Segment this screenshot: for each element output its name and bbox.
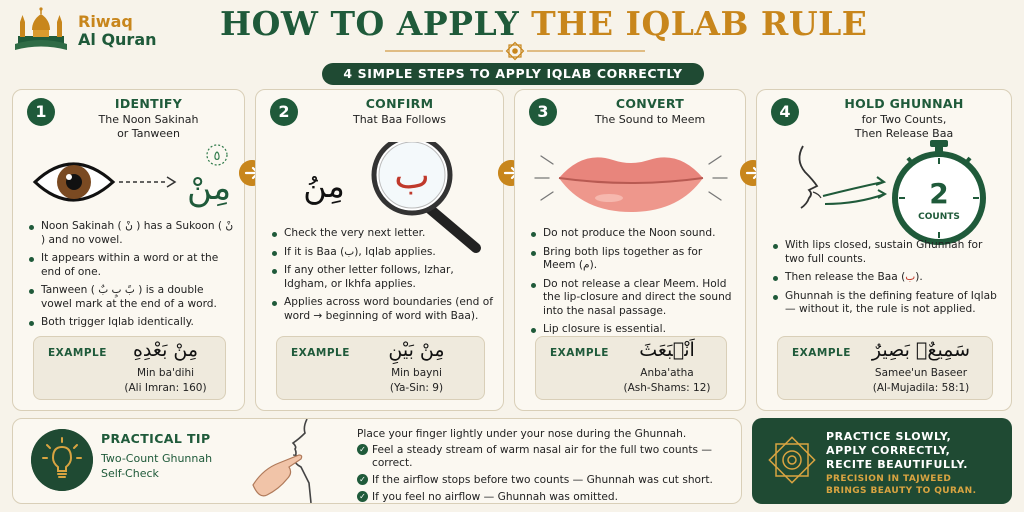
- step-card-convert: 3 CONVERT The Sound to Meem Do not produ…: [514, 89, 746, 411]
- example-transliteration: Min bayni: [391, 367, 442, 379]
- motto-card: PRACTICE SLOWLY,APPLY CORRECTLY,RECITE B…: [752, 418, 1012, 504]
- example-arabic: سَمِيعٌۢ بَصِيرٌ: [871, 339, 971, 361]
- step-number: 2: [270, 98, 298, 126]
- list-item: Tanween ( بً بٍ بٌ ) is a double vowel m…: [29, 284, 234, 311]
- step-title: IDENTIFY: [114, 96, 183, 111]
- example-arabic: مِنْ بَعْدِهِ: [132, 339, 199, 361]
- svg-text:ب: ب: [394, 153, 430, 197]
- step-card-confirm: 2 CONFIRM That Baa Follows مِنُ ب Check …: [255, 89, 504, 411]
- example-label: EXAMPLE: [792, 347, 851, 359]
- list-item: Applies across word boundaries (end of w…: [272, 296, 493, 323]
- example-label: EXAMPLE: [48, 347, 107, 359]
- example-label: EXAMPLE: [291, 347, 350, 359]
- lightbulb-icon: [31, 429, 93, 491]
- example-box: EXAMPLE مِنْ بَيْنِ Min bayni (Ya-Sin: 9…: [276, 336, 485, 400]
- example-transliteration: Anba'atha: [640, 367, 694, 379]
- svg-text:مِنُ: مِنُ: [303, 167, 345, 205]
- step-number: 1: [27, 98, 55, 126]
- list-item: Feel a steady stream of warm nasal air f…: [357, 444, 741, 470]
- magnifier-icon: مِنُ ب: [303, 142, 481, 253]
- example-reference: (Ash-Shams: 12): [623, 382, 711, 394]
- list-item: Do not release a clear Meem. Hold the li…: [531, 278, 735, 319]
- brand-logo: Riwaq Al Quran: [10, 6, 157, 56]
- step-subtitle: for Two Counts,Then Release Baa: [854, 113, 954, 140]
- step-bullets: Do not produce the Noon sound. Bring bot…: [531, 227, 735, 342]
- example-reference: (Ya-Sin: 9): [389, 382, 444, 394]
- example-arabic: مِنْ بَيْنِ: [388, 339, 445, 361]
- example-transliteration: Samee'un Baseer: [874, 367, 968, 379]
- example-box: EXAMPLE اَنْۢبَعَثَ Anba'atha (Ash-Shams…: [535, 336, 727, 400]
- svg-text:٥: ٥: [214, 149, 221, 164]
- list-item: Bring both lips together as for Meem (م)…: [531, 246, 735, 273]
- list-item: Do not produce the Noon sound.: [531, 227, 735, 241]
- motto-main-text: PRACTICE SLOWLY,APPLY CORRECTLY,RECITE B…: [826, 430, 969, 471]
- example-box: EXAMPLE سَمِيعٌۢ بَصِيرٌ Samee'un Baseer…: [777, 336, 993, 400]
- example-reference: (Ali Imran: 160): [124, 382, 207, 394]
- finger-under-nose-icon: [252, 419, 312, 503]
- islamic-star-ornament-icon: [768, 436, 816, 484]
- stopwatch-icon: 2 COUNTS: [798, 140, 986, 245]
- example-transliteration: Min ba'dihi: [136, 367, 195, 379]
- example-reference: (Al-Mujadila: 58:1): [872, 382, 970, 394]
- brand-name-line2: Al Quran: [78, 30, 157, 49]
- list-item: If it is Baa (ب), Iqlab applies.: [272, 246, 493, 260]
- step-card-hold-ghunnah: 4 HOLD GHUNNAH for Two Counts,Then Relea…: [756, 89, 1012, 411]
- list-item: Noon Sakinah ( نْ ) has a Sukoon ( نْ ) …: [29, 220, 234, 247]
- title-part2: THE IQLAB RULE: [531, 4, 868, 43]
- title-part1: HOW TO APPLY: [220, 4, 532, 43]
- step-bullets: Check the very next letter. If it is Baa…: [272, 227, 493, 328]
- example-box: EXAMPLE مِنْ بَعْدِهِ Min ba'dihi (Ali I…: [33, 336, 226, 400]
- list-item: Check the very next letter.: [272, 227, 493, 241]
- example-label: EXAMPLE: [550, 347, 609, 359]
- list-item: It appears within a word or at the end o…: [29, 252, 234, 279]
- title-ornament-icon: [385, 41, 645, 61]
- brand-name-line1: Riwaq: [78, 12, 133, 31]
- list-item: If the airflow stops before two counts —…: [357, 474, 741, 487]
- tip-intro: Place your finger lightly under your nos…: [357, 428, 687, 440]
- list-item: If any other letter follows, Izhar, Idgh…: [272, 264, 493, 291]
- subtitle-banner: 4 SIMPLE STEPS TO APPLY IQLAB CORRECTLY: [322, 63, 704, 85]
- step-subtitle: The Sound to Meem: [594, 113, 706, 126]
- tip-title: PRACTICAL TIP: [101, 431, 211, 446]
- svg-text:2: 2: [929, 177, 948, 210]
- list-item: Then release the Baa (ب).: [773, 271, 1001, 285]
- svg-text:مِنْ: مِنْ: [187, 168, 231, 208]
- step-bullets: With lips closed, sustain Ghunnah for tw…: [773, 239, 1001, 322]
- tip-checklist: Feel a steady stream of warm nasal air f…: [357, 444, 741, 508]
- lips-icon: [534, 155, 728, 212]
- list-item: Lip closure is essential.: [531, 323, 735, 337]
- list-item: If you feel no airflow — Ghunnah was omi…: [357, 491, 741, 504]
- step-title: HOLD GHUNNAH: [844, 96, 964, 111]
- eye-icon: ٥ مِنْ: [32, 144, 231, 208]
- list-item: With lips closed, sustain Ghunnah for tw…: [773, 239, 1001, 266]
- svg-text:COUNTS: COUNTS: [918, 212, 960, 222]
- list-item: Ghunnah is the defining feature of Iqlab…: [773, 290, 1001, 317]
- step-bullets: Noon Sakinah ( نْ ) has a Sukoon ( نْ ) …: [29, 220, 234, 335]
- step-number: 3: [529, 98, 557, 126]
- page-title: HOW TO APPLY THE IQLAB RULE: [220, 4, 867, 43]
- step-number: 4: [771, 98, 799, 126]
- step-subtitle: That Baa Follows: [352, 113, 446, 126]
- mosque-book-icon: [15, 7, 67, 50]
- list-item: Both trigger Iqlab identically.: [29, 316, 234, 330]
- step-title: CONFIRM: [365, 96, 434, 111]
- example-arabic: اَنْۢبَعَثَ: [639, 339, 695, 361]
- step-title: CONVERT: [615, 96, 685, 111]
